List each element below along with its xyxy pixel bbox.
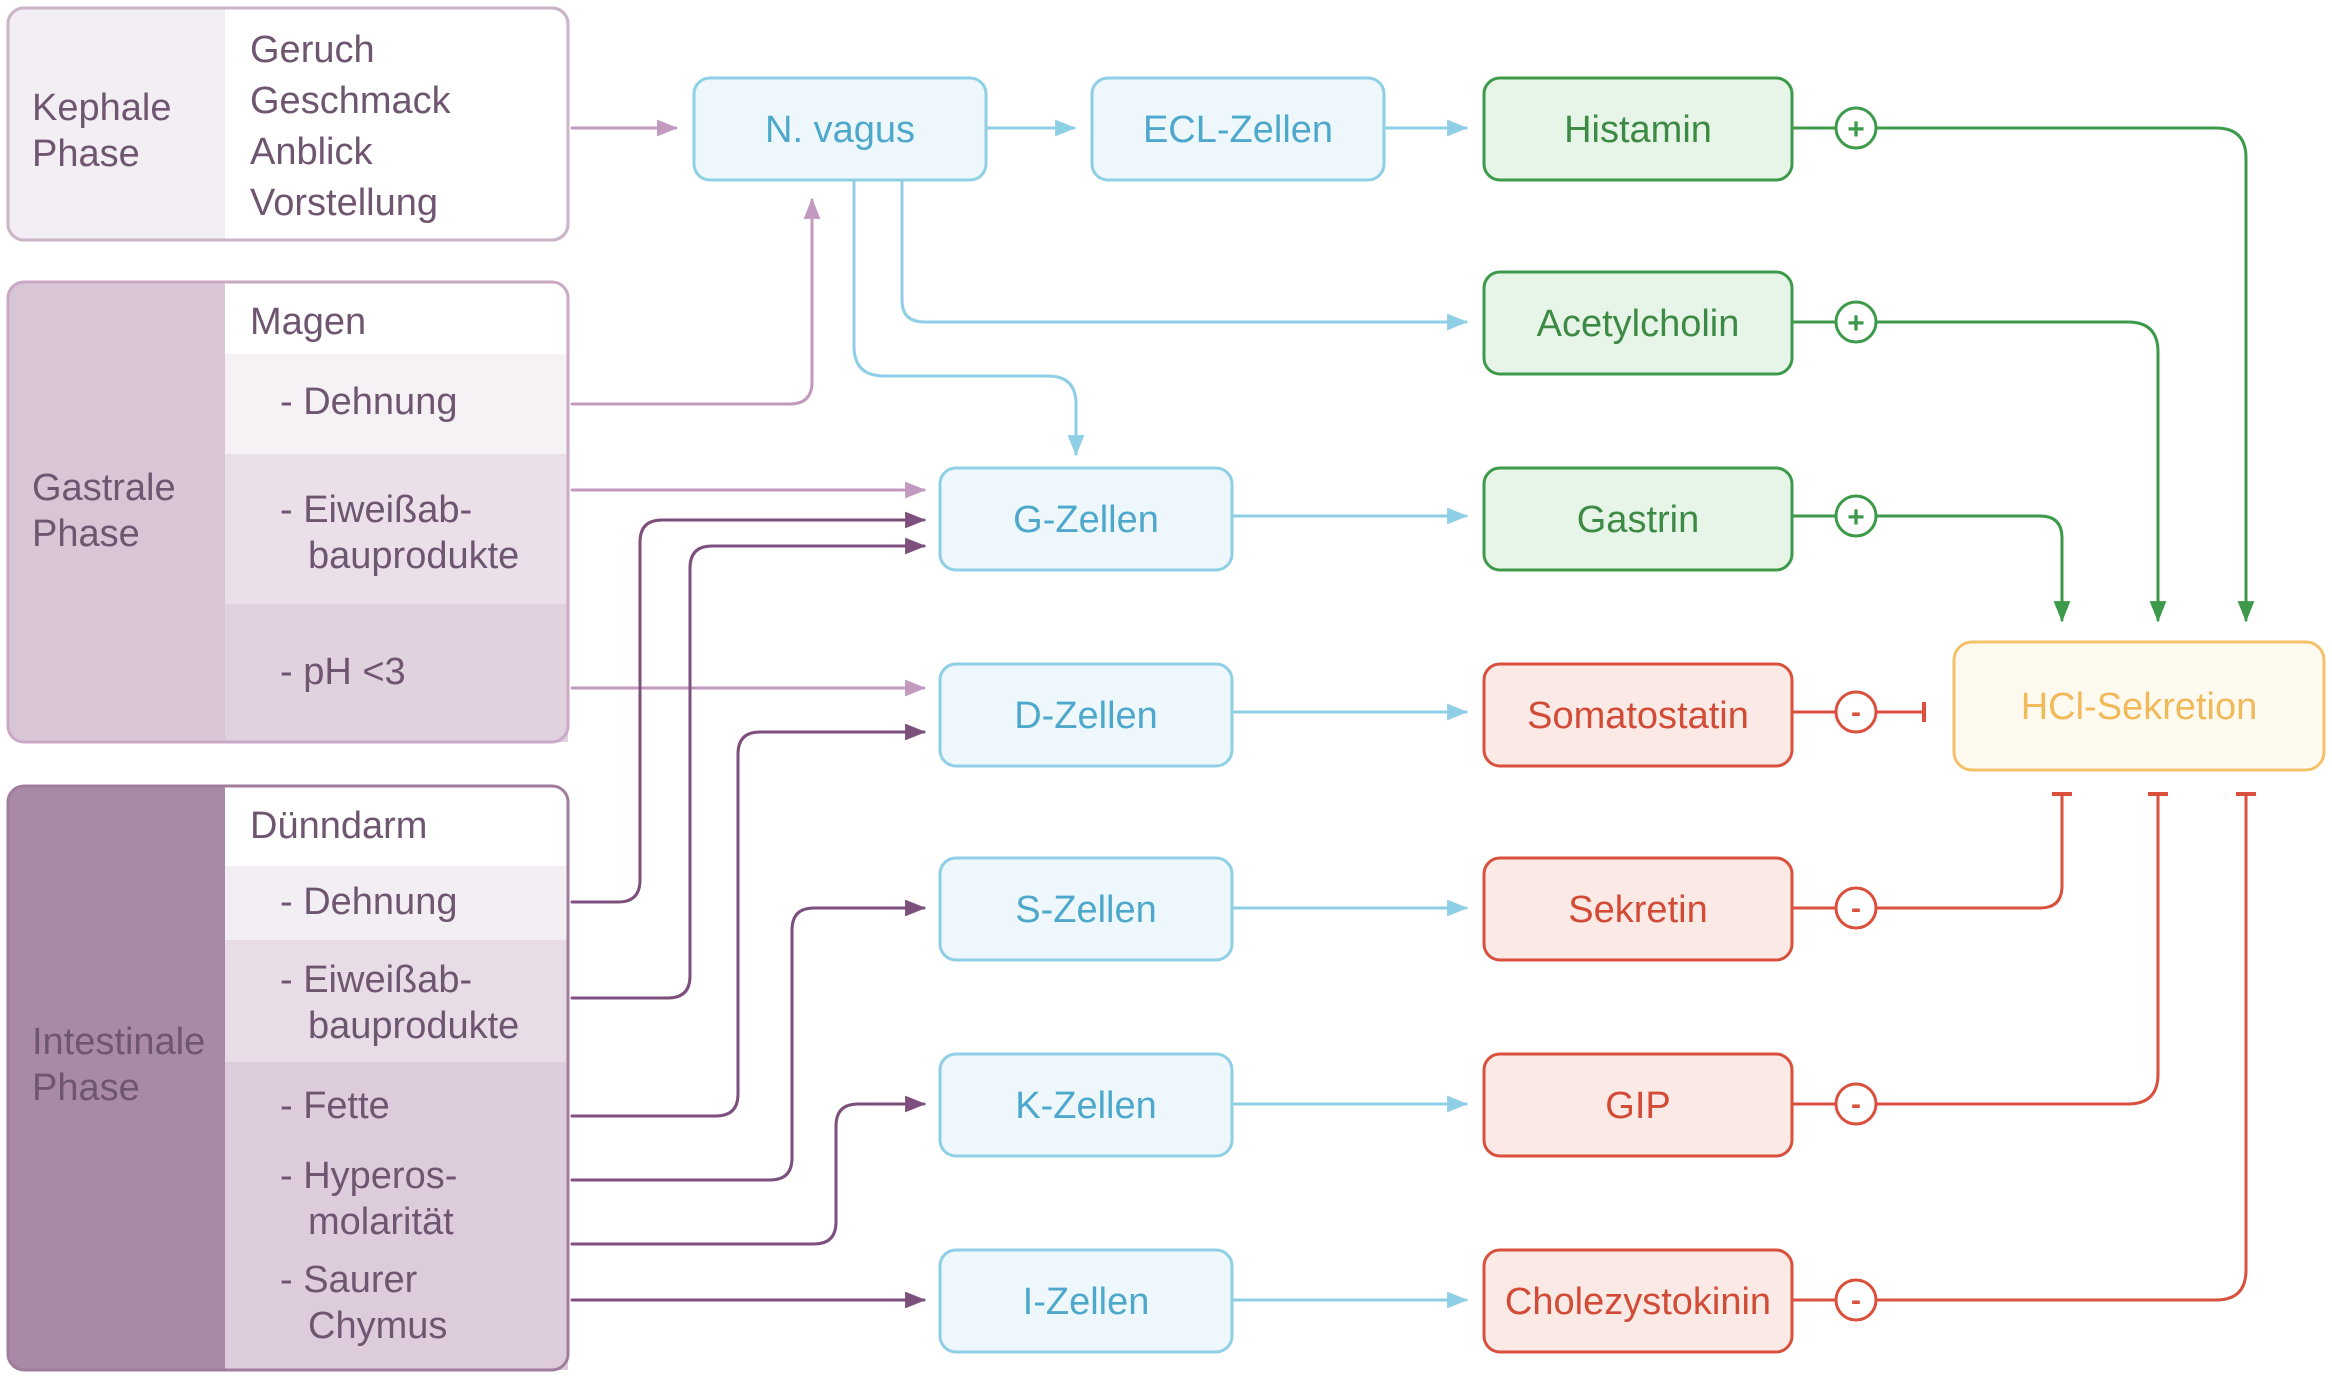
node-histamin: Histamin [1482,76,1794,182]
node-cholezystokinin: Cholezystokinin [1482,1248,1794,1354]
cephalic-phase-label: Kephale Phase [32,87,182,175]
node-n-vagus: N. vagus [692,76,988,182]
node-ecl-zellen-label: ECL-Zellen [1143,109,1333,151]
gastric-item-eiweiss: - Eiweißab- bauprodukte [280,489,519,577]
node-cholezystokinin-label: Cholezystokinin [1505,1281,1771,1323]
node-sekretin: Sekretin [1482,856,1794,962]
cephalic-item-geschmack: Geschmack [250,80,452,122]
intestinal-phase-label: Intestinale Phase [32,1021,216,1109]
sign-somatostatin-minus: - [1834,690,1878,734]
edge-cck-inhibits-hcl [1792,792,2256,1302]
node-histamin-label: Histamin [1564,109,1712,151]
node-acetylcholin: Acetylcholin [1482,270,1794,376]
node-gip: GIP [1482,1052,1794,1158]
edge-intestinal-hyperosm-to-s-cells [570,899,927,1182]
sign-sekretin-minus: - [1834,886,1878,930]
intestinal-item-dehnung: - Dehnung [280,881,457,923]
node-gastrin: Gastrin [1482,466,1794,572]
intestinal-item-hyperosmolaritaet: - Hyperos- molarität [280,1155,468,1243]
gastric-phase-panel: Gastrale Phase Magen - Dehnung - Eiweißa… [6,280,570,744]
node-s-zellen-label: S-Zellen [1015,889,1157,931]
cephalic-item-vorstellung: Vorstellung [250,182,438,224]
sign-cck-minus: - [1834,1278,1878,1322]
node-g-zellen-label: G-Zellen [1013,499,1159,541]
minus-icon: - [1851,696,1861,729]
edge-vagus-to-g-cells [852,180,1085,457]
intestinal-phase-panel: Intestinale Phase Dünndarm - Dehnung - E… [6,784,570,1372]
edge-gip-inhibits-hcl [1792,792,2168,1106]
gastric-phase-label: Gastrale Phase [32,467,186,555]
edge-gastric-dehnung-to-vagus [570,197,821,406]
intestinal-item-saurer-chymus: - Saurer Chymus [280,1259,447,1347]
node-d-zellen: D-Zellen [938,662,1234,768]
plus-icon: + [1847,113,1865,146]
minus-icon: - [1851,1088,1861,1121]
node-hcl-sekretion-label: HCl-Sekretion [2021,686,2258,728]
edge-intestinal-eiweiss-to-g-cells [570,537,927,1000]
node-acetylcholin-label: Acetylcholin [1537,303,1740,345]
node-s-zellen: S-Zellen [938,856,1234,962]
node-g-zellen: G-Zellen [938,466,1234,572]
node-somatostatin: Somatostatin [1482,662,1794,768]
intestinal-heading-duenndarm: Dünndarm [250,805,427,847]
plus-icon: + [1847,307,1865,340]
node-gastrin-label: Gastrin [1577,499,1699,541]
gastric-item-dehnung: - Dehnung [280,381,457,423]
cephalic-phase-panel: Kephale Phase Geruch Geschmack Anblick V… [6,6,570,242]
node-k-zellen-label: K-Zellen [1015,1085,1157,1127]
intestinal-item-fette: - Fette [280,1085,390,1127]
cephalic-item-geruch: Geruch [250,29,375,71]
node-i-zellen-label: I-Zellen [1023,1281,1150,1323]
node-gip-label: GIP [1605,1085,1670,1127]
edge-histamin-to-hcl [1792,126,2255,623]
minus-icon: - [1851,892,1861,925]
minus-icon: - [1851,1284,1861,1317]
edge-acetylcholin-to-hcl [1792,320,2167,623]
plus-icon: + [1847,501,1865,534]
node-n-vagus-label: N. vagus [765,109,915,151]
sign-histamin-plus: + [1834,106,1878,150]
node-i-zellen: I-Zellen [938,1248,1234,1354]
node-k-zellen: K-Zellen [938,1052,1234,1158]
edge-vagus-to-acetylcholin [900,180,1469,331]
node-ecl-zellen: ECL-Zellen [1090,76,1386,182]
node-sekretin-label: Sekretin [1568,889,1707,931]
node-hcl-sekretion: HCl-Sekretion [1952,640,2326,772]
cephalic-item-anblick: Anblick [250,131,373,173]
edge-intestinal-hyperosm-to-k-cells [570,1095,927,1246]
edge-sekretin-inhibits-hcl [1792,792,2072,910]
edge-intestinal-dehnung-to-g-cells [570,511,927,904]
sign-gip-minus: - [1834,1082,1878,1126]
node-d-zellen-label: D-Zellen [1014,695,1158,737]
gastric-heading-magen: Magen [250,301,366,343]
sign-acetylcholin-plus: + [1834,300,1878,344]
node-somatostatin-label: Somatostatin [1527,695,1749,737]
sign-gastrin-plus: + [1834,494,1878,538]
intestinal-item-eiweiss: - Eiweißab- bauprodukte [280,959,519,1047]
gastric-item-ph: - pH <3 [280,651,406,693]
edge-gastrin-to-hcl [1792,514,2071,623]
edge-intestinal-fette-to-d-cells [570,723,927,1118]
